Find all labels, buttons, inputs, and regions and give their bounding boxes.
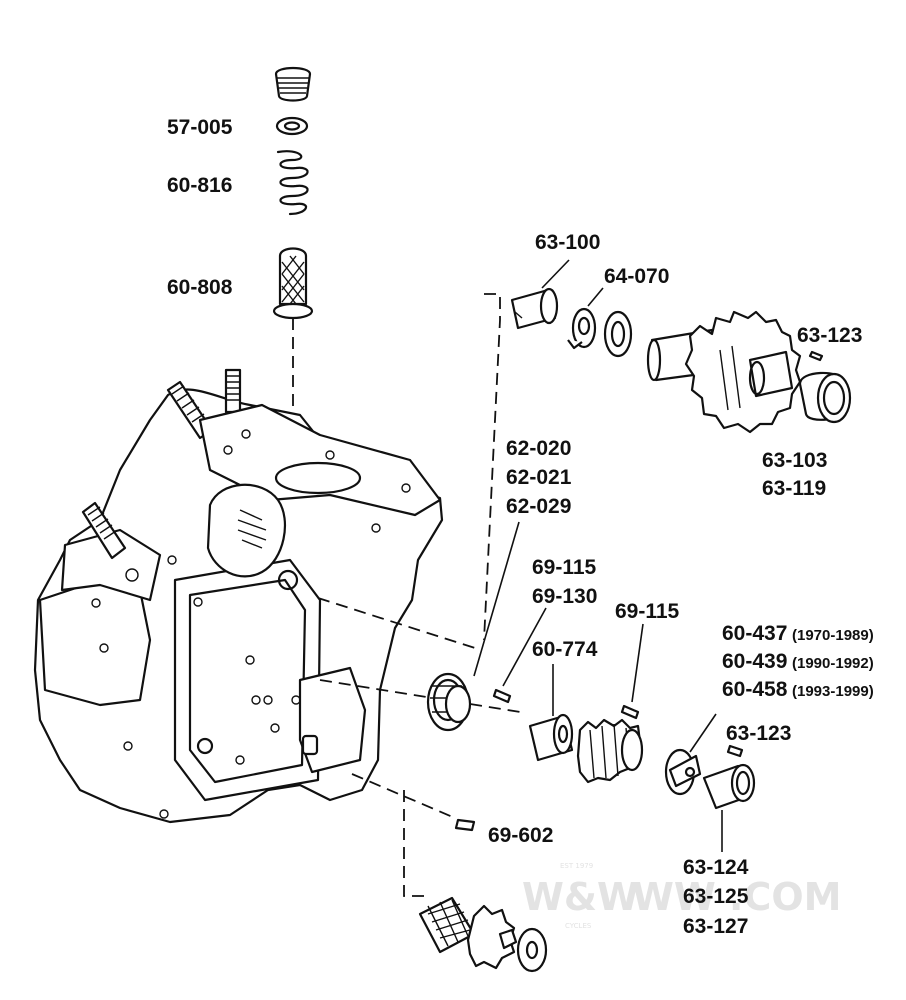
guide-line-breather [403,790,425,897]
label-69-602: 69-602 [488,824,553,847]
label-60-437-years: (1970-1989) [792,627,874,644]
label-60-458-years: (1993-1999) [792,683,874,700]
cam-gear-63-103-part [646,310,802,434]
thrust-washer-part [603,310,633,358]
label-63-103: 63-103 [762,449,827,472]
leader-62-020 [473,521,520,677]
label-63-124: 63-124 [683,856,749,879]
bearing-63-119-part [798,371,852,424]
label-60-816: 60-816 [167,174,232,197]
leader-69-115-b [631,623,644,703]
watermark-brand: W&W [522,875,639,919]
watermark: EST 1979 W&W WW .COM CYCLES [522,862,842,930]
spring-60-816-part [276,150,309,216]
leader-63-100 [541,259,570,289]
washer-57-005-part [275,116,309,136]
breather-gear-part [418,896,548,973]
bushing-63-100-part [510,287,559,330]
label-60-439-years: (1990-1992) [792,655,874,672]
guide-line-pump-gear [319,679,521,713]
label-64-070: 64-070 [604,265,669,288]
strainer-60-808-part [272,247,314,320]
leader-69-115-a [502,607,547,687]
leader-60-437 [689,713,717,753]
dowel-pin-top-part [808,350,824,362]
label-69-115-b: 69-115 [615,600,680,623]
label-62-020: 62-020 [506,437,571,460]
oil-seal-62-020-part [426,672,472,732]
label-63-127: 63-127 [683,915,748,938]
label-69-115-a: 69-115 [532,556,597,579]
key-69-115-a-part [492,688,512,704]
label-63-119: 63-119 [762,477,826,500]
crankcase-part [33,368,444,824]
guide-line-bushing [317,597,476,649]
watermark-site: WW .COM [632,875,842,919]
label-63-123-top: 63-123 [797,324,862,347]
label-57-005: 57-005 [167,116,233,139]
oil-filter-plug-part [274,66,312,102]
label-60-808: 60-808 [167,276,233,299]
leader-64-070 [587,287,604,307]
key-69-115-b-part [620,704,640,720]
label-60-437: 60-437 [722,622,787,645]
label-69-130: 69-130 [532,585,597,608]
label-60-439: 60-439 [722,650,787,673]
watermark-tagline-bottom: CYCLES [565,922,592,930]
label-63-100: 63-100 [535,231,600,254]
label-62-029: 62-029 [506,495,571,518]
label-63-123-bottom: 63-123 [726,722,791,745]
guide-line-cam-shaft [483,293,501,641]
dowel-pin-bottom-part [726,744,744,758]
label-60-774: 60-774 [532,638,598,661]
watermark-tagline-top: EST 1979 [560,862,593,870]
label-60-458: 60-458 [722,678,788,701]
spacer-60-437-part [664,748,702,796]
spacer-64-070-part [567,307,597,350]
dowel-69-602-part [454,818,476,832]
label-63-125: 63-125 [683,885,749,908]
bushing-63-124-part [702,763,756,810]
drive-gear-part [576,718,644,784]
pump-gear-60-774-part [528,713,574,762]
label-62-021: 62-021 [506,466,572,489]
